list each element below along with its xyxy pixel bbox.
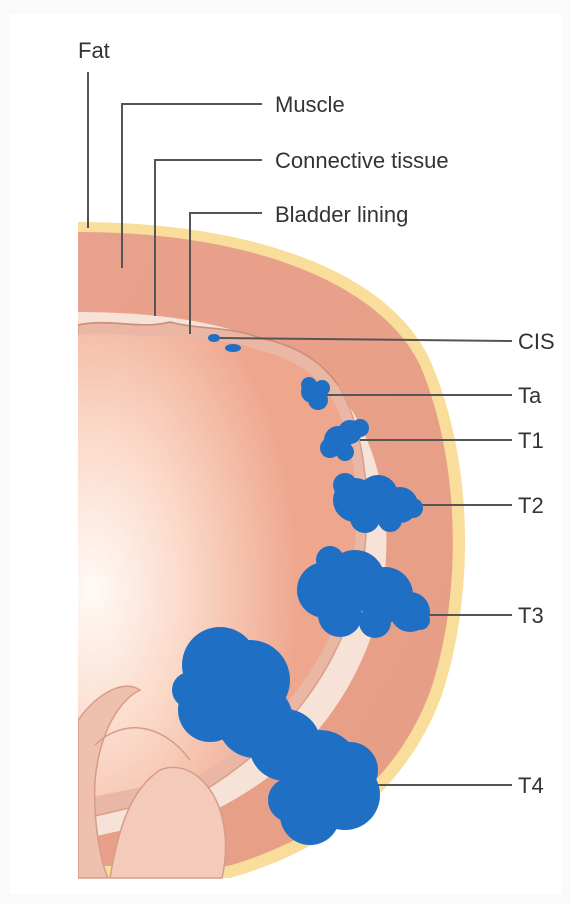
bladder-wall [78,222,465,878]
label-t1: T1 [518,428,544,453]
label-ta: Ta [518,383,542,408]
label-bladder-lining: Bladder lining [275,202,408,227]
label-t3: T3 [518,603,544,628]
label-fat: Fat [78,38,110,63]
label-t4: T4 [518,773,544,798]
label-t2: T2 [518,493,544,518]
label-cis: CIS [518,329,555,354]
label-connective-tissue: Connective tissue [275,148,449,173]
label-muscle: Muscle [275,92,345,117]
